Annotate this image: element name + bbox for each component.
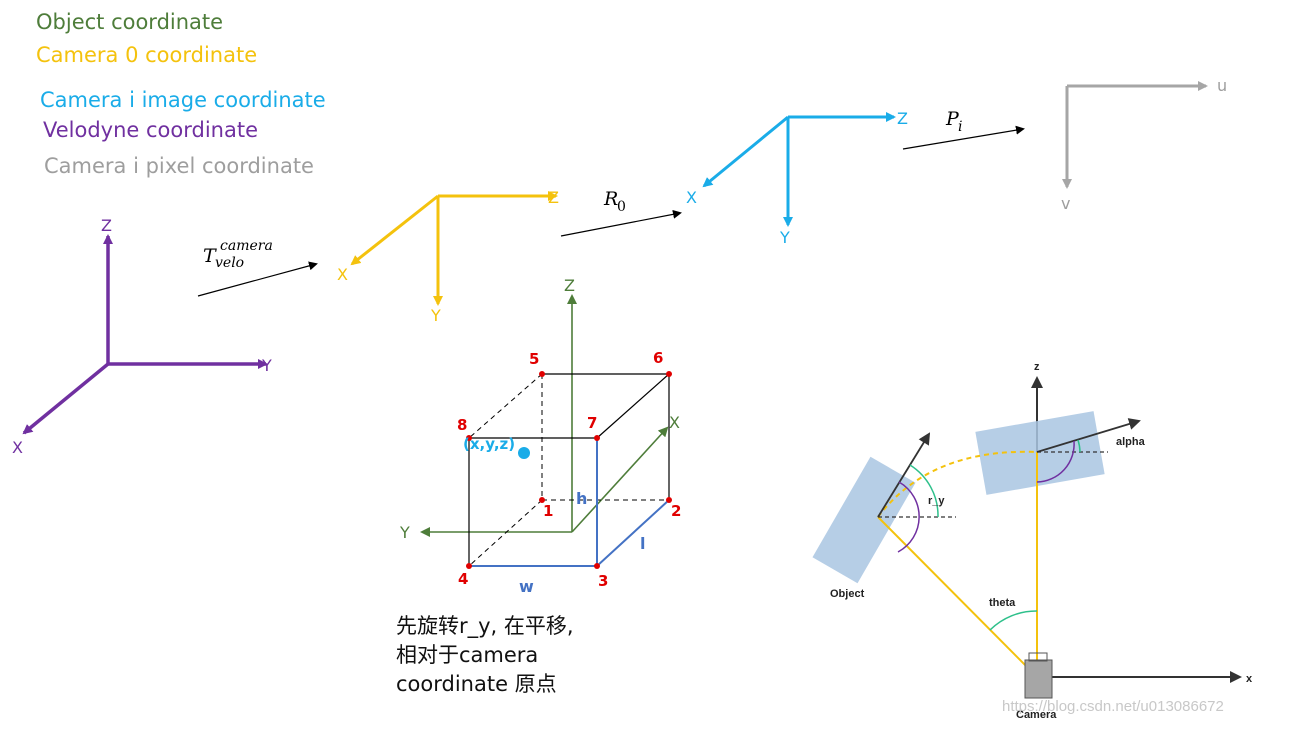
legend-object: Object coordinate	[36, 10, 224, 34]
top-view: z x r_y alpha theta Object Camera https:…	[812, 361, 1253, 721]
transform-proj: P i	[902, 108, 1025, 150]
topview-camera-label: Camera	[1016, 709, 1057, 721]
topview-object-label: Object	[830, 588, 865, 600]
camera-body	[1024, 659, 1053, 699]
velodyne-x-label: X	[12, 438, 23, 457]
legend-image: Camera i image coordinate	[40, 88, 326, 112]
image-y-label: Y	[779, 228, 790, 247]
vertex-label-1: 1	[543, 502, 553, 520]
object-y-label: Y	[399, 523, 410, 542]
note-line-2: 相对于camera	[396, 643, 539, 667]
legend-pixel: Camera i pixel coordinate	[44, 154, 314, 178]
vertex-label-2: 2	[671, 502, 681, 520]
angle-ry-label: r_y	[928, 495, 945, 507]
transform-velo-sup: camera	[220, 238, 273, 254]
velodyne-y-label: Y	[261, 356, 272, 375]
topview-x-label: x	[1246, 673, 1253, 685]
legend-camera0: Camera 0 coordinate	[36, 43, 258, 67]
image-z-label: Z	[897, 109, 908, 128]
vertex-label-3: 3	[598, 572, 608, 590]
legend-velodyne: Velodyne coordinate	[43, 118, 259, 142]
note-line-3: coordinate 原点	[396, 672, 557, 696]
vertex-label-7: 7	[587, 414, 597, 432]
camera0-frame: Z Y X	[337, 188, 559, 325]
box-center-label: (x,y,z)	[463, 435, 515, 453]
angle-theta-label: theta	[989, 597, 1016, 609]
image-x-label: X	[686, 188, 697, 207]
camera0-x-label: X	[337, 265, 348, 284]
vertex-label-6: 6	[653, 349, 663, 367]
box-dim-w: w	[519, 577, 534, 596]
transform-rect-base: R	[603, 188, 618, 210]
transform-proj-base: P	[945, 108, 960, 130]
vertex-label-5: 5	[529, 350, 539, 368]
transform-proj-sub: i	[958, 119, 962, 135]
pixel-v-label: v	[1061, 194, 1070, 213]
object-box-rotated	[812, 456, 916, 584]
note-line-1: 先旋转r_y, 在平移,	[396, 614, 574, 638]
velodyne-frame: Z Y X	[12, 216, 272, 457]
vertex-label-4: 4	[458, 570, 468, 588]
transform-velo-base: T	[203, 245, 217, 267]
box-dim-l: l	[640, 534, 645, 553]
box-center-dot	[518, 447, 530, 459]
pixel-u-label: u	[1217, 76, 1227, 95]
camera0-z-label: Z	[548, 188, 559, 207]
pixel-frame: u v	[1061, 76, 1227, 213]
camera0-y-label: Y	[430, 306, 441, 325]
rotation-note: 先旋转r_y, 在平移, 相对于camera coordinate 原点	[396, 612, 574, 699]
transform-velo-sub: velo	[215, 255, 244, 271]
box-dim-h: h	[576, 489, 587, 508]
transform-velo-to-camera: T velo camera	[197, 238, 318, 297]
object-x-label: X	[669, 413, 680, 432]
vertex-label-8: 8	[457, 416, 467, 434]
image-frame: Z Y X	[686, 109, 908, 247]
topview-z-label: z	[1034, 361, 1040, 373]
object-box-front	[975, 411, 1105, 495]
transform-rect: R 0	[560, 188, 682, 237]
velodyne-z-label: Z	[101, 216, 112, 235]
transform-rect-sub: 0	[617, 199, 626, 215]
object-z-label: Z	[564, 276, 575, 295]
watermark-text: https://blog.csdn.net/u013086672	[1002, 698, 1224, 715]
bounding-box: Z Y X 1 2 3 4 5 6 7 8 (x,y,	[399, 276, 681, 596]
angle-alpha-label: alpha	[1116, 436, 1146, 448]
